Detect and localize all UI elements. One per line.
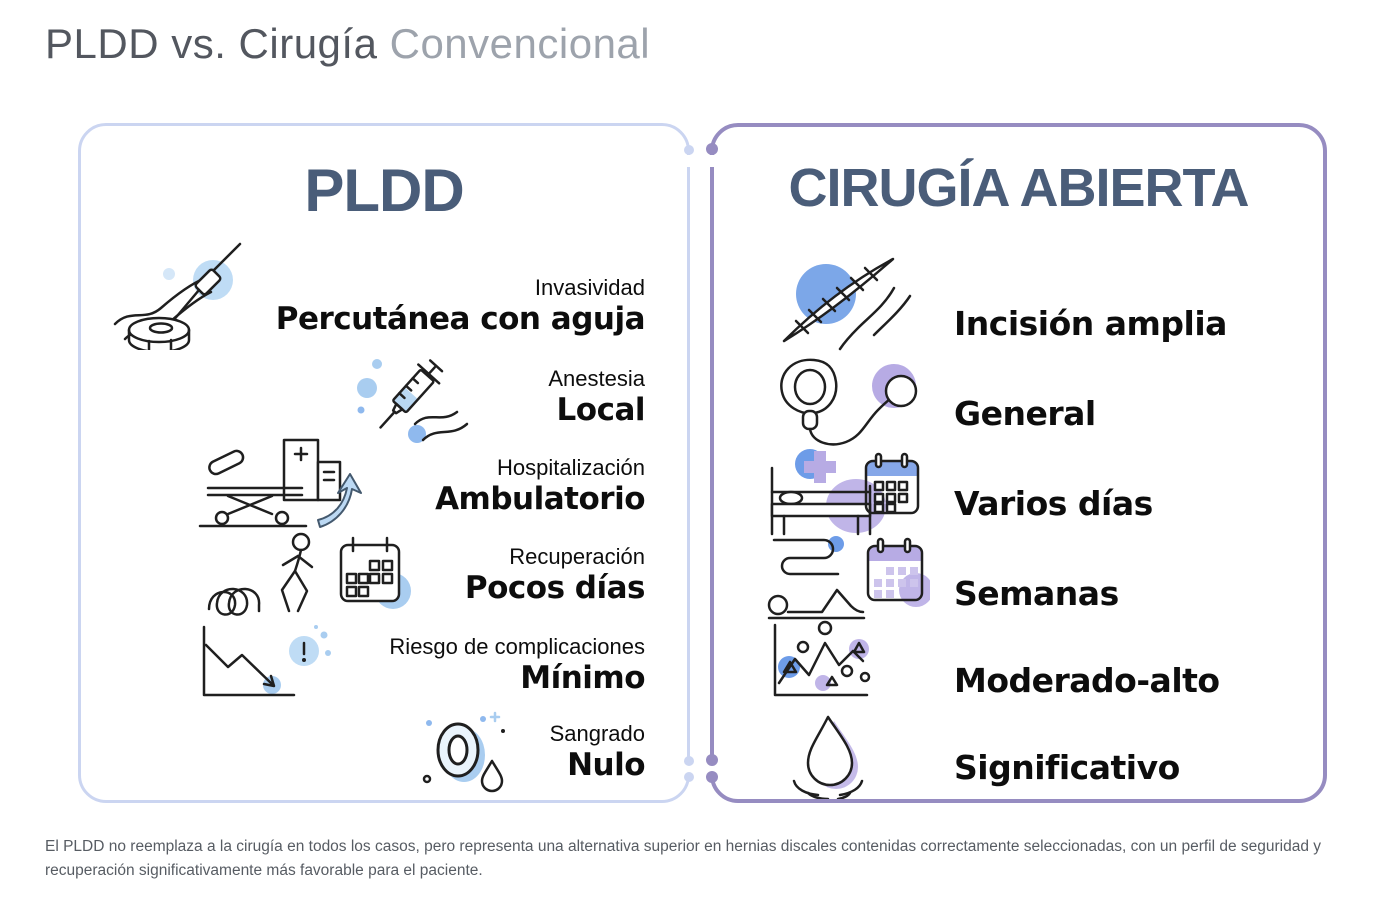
row-hospitalizacion: Hospitalización Ambulatorio <box>435 455 645 519</box>
open-surgery-panel-title: CIRUGÍA ABIERTA <box>788 158 1250 218</box>
right-border-dot-top <box>706 143 718 155</box>
pldd-panel: PLDD Invasividad Percutánea con aguja <box>78 123 690 803</box>
row-semanas-value: Semanas <box>954 574 1119 613</box>
left-border-dot-bottom-1 <box>684 756 694 766</box>
hospital-bed-calendar-icon <box>770 449 920 536</box>
row-hospitalizacion-value: Ambulatorio <box>435 481 645 518</box>
pldd-panel-title: PLDD <box>304 157 464 224</box>
page-title-primary: PLDD vs. Cirugía <box>45 20 378 67</box>
row-hospitalizacion-label: Hospitalización <box>497 455 645 480</box>
hospital-discharge-icon <box>198 438 362 528</box>
left-border-dot-top <box>684 145 694 155</box>
right-border-gap-top <box>707 155 719 167</box>
row-incision-value: Incisión amplia <box>954 304 1227 343</box>
risk-chart-icon <box>773 620 871 697</box>
row-sangrado-value: Nulo <box>567 747 645 784</box>
row-significativo-value: Significativo <box>954 748 1180 787</box>
right-border-dot-bottom-1 <box>706 754 718 766</box>
row-recuperacion-value: Pocos días <box>464 570 646 607</box>
row-sangrado-label: Sangrado <box>549 721 645 746</box>
right-border-dot-bottom-2 <box>706 771 718 783</box>
row-riesgo-label: Riesgo de complicaciones <box>389 634 645 659</box>
row-riesgo: Riesgo de complicaciones Mínimo <box>389 634 645 698</box>
row-varios-dias-value: Varios días <box>954 484 1153 523</box>
page-title-secondary: Convencional <box>389 20 651 67</box>
resting-calendar-icon <box>767 536 930 620</box>
page-title: PLDD vs. Cirugía Convencional <box>45 20 650 68</box>
row-recuperacion-label: Recuperación <box>509 544 645 569</box>
zero-bleeding-icon <box>422 711 505 793</box>
walking-calendar-icon <box>207 532 411 616</box>
row-invasividad-value: Percutánea con aguja <box>275 301 646 338</box>
open-surgery-panel: CIRUGÍA ABIERTA Incisión amplia Ge <box>710 123 1327 803</box>
left-border-dot-bottom-2 <box>684 772 694 782</box>
needle-disc-icon <box>113 242 242 350</box>
declining-risk-icon <box>202 625 331 697</box>
row-sangrado: Sangrado Nulo <box>549 721 646 785</box>
syringe-icon <box>357 359 469 443</box>
suture-incision-icon <box>782 257 912 351</box>
row-riesgo-value: Mínimo <box>520 660 645 697</box>
blood-drop-icon <box>792 715 864 799</box>
row-anestesia-value: Local <box>556 392 646 429</box>
row-anestesia: Anestesia Local <box>548 366 645 430</box>
row-invasividad: Invasividad Percutánea con aguja <box>275 275 646 339</box>
row-recuperacion: Recuperación Pocos días <box>464 544 646 608</box>
left-border-gap-top <box>683 155 695 167</box>
anesthesia-mask-icon <box>780 358 918 446</box>
row-anestesia-label: Anestesia <box>548 366 645 391</box>
row-general-value: General <box>954 394 1096 433</box>
row-invasividad-label: Invasividad <box>534 275 645 300</box>
row-moderado-alto-value: Moderado-alto <box>954 661 1220 700</box>
footnote-text: El PLDD no reemplaza a la cirugía en tod… <box>45 838 1322 880</box>
